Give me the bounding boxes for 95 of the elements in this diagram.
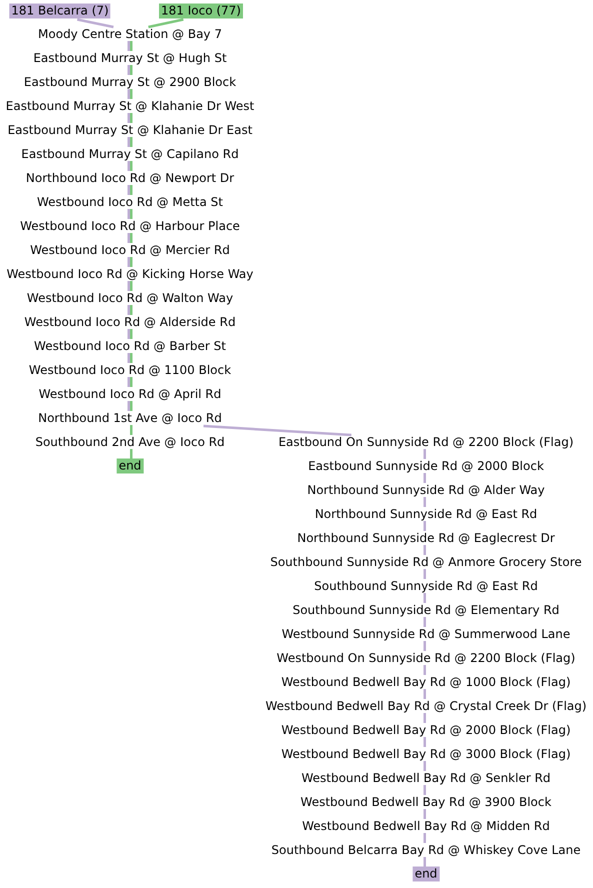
stop-name: Northbound Sunnyside Rd @ East Rd — [314, 507, 538, 521]
route-line — [424, 449, 426, 459]
stop-name: Westbound Bedwell Bay Rd @ 2000 Block (Flag) — [281, 723, 571, 737]
route-line — [130, 233, 132, 243]
route-line — [130, 41, 132, 51]
route-line — [424, 497, 426, 507]
route-line — [130, 185, 132, 195]
stop-name: Westbound Bedwell Bay Rd @ Midden Rd — [302, 819, 550, 833]
route-line — [128, 41, 130, 51]
route-line — [128, 401, 130, 411]
stop-name: Northbound Sunnyside Rd @ Alder Way — [307, 483, 545, 497]
route-line — [424, 857, 426, 866]
stop-name: Eastbound Sunnyside Rd @ 2000 Block — [308, 459, 544, 473]
route-tag: 181 Ioco (77) — [159, 4, 243, 18]
stop-name: Westbound Sunnyside Rd @ Summerwood Lane — [282, 627, 570, 641]
route-line — [128, 113, 130, 123]
route-line — [128, 185, 130, 195]
route-line — [424, 617, 426, 627]
route-line — [130, 161, 132, 171]
stop-name: Westbound Ioco Rd @ Barber St — [34, 339, 226, 353]
route-line — [128, 257, 130, 267]
route-line — [130, 377, 132, 387]
stop-name: Westbound On Sunnyside Rd @ 2200 Block (Flag) — [276, 651, 576, 665]
stop-name: Westbound Ioco Rd @ Mercier Rd — [30, 243, 230, 257]
route-line — [128, 209, 130, 219]
route-line — [128, 281, 130, 291]
route-line — [128, 377, 130, 387]
stop-name: Westbound Ioco Rd @ Alderside Rd — [24, 315, 236, 329]
route-line — [424, 833, 426, 843]
stop-name: Westbound Bedwell Bay Rd @ Crystal Creek Dr (Flag) — [265, 699, 587, 713]
stop-name: Westbound Bedwell Bay Rd @ Senkler Rd — [301, 771, 551, 785]
route-line — [128, 89, 130, 99]
route-line — [77, 18, 114, 28]
stop-name: Westbound Bedwell Bay Rd @ 3000 Block (Flag) — [281, 747, 571, 761]
route-line — [148, 18, 184, 28]
stop-name: Northbound Ioco Rd @ Newport Dr — [26, 171, 234, 185]
stop-name: Westbound Ioco Rd @ Harbour Place — [20, 219, 240, 233]
end-tag: end — [412, 866, 440, 882]
stop-name: Eastbound Murray St @ 2900 Block — [24, 75, 236, 89]
route-line — [130, 137, 132, 147]
stop-name: Southbound 2nd Ave @ Ioco Rd — [35, 435, 225, 449]
stop-name: Eastbound On Sunnyside Rd @ 2200 Block (Flag) — [278, 435, 574, 449]
route-line — [130, 257, 132, 267]
stop-name: Southbound Sunnyside Rd @ East Rd — [314, 579, 538, 593]
route-line — [128, 65, 130, 75]
stop-name: Westbound Ioco Rd @ Walton Way — [26, 291, 234, 305]
route-line — [424, 713, 426, 723]
stop-name: Eastbound Murray St @ Capilano Rd — [21, 147, 239, 161]
route-line — [130, 425, 132, 435]
route-line — [424, 593, 426, 603]
route-line — [203, 424, 352, 436]
stop-name: Westbound Bedwell Bay Rd @ 3900 Block — [300, 795, 552, 809]
route-line — [128, 233, 130, 243]
route-line — [424, 689, 426, 699]
route-line — [128, 329, 130, 339]
stop-name: Southbound Sunnyside Rd @ Elementary Rd — [292, 603, 560, 617]
route-line — [130, 281, 132, 291]
route-line — [130, 353, 132, 363]
stop-name: Southbound Sunnyside Rd @ Anmore Grocery Store — [270, 555, 582, 569]
route-line — [130, 65, 132, 75]
route-line — [128, 137, 130, 147]
stop-name: Westbound Ioco Rd @ 1100 Block — [28, 363, 232, 377]
stop-name: Westbound Bedwell Bay Rd @ 1000 Block (Flag) — [281, 675, 571, 689]
stop-name: Westbound Ioco Rd @ Metta St — [37, 195, 223, 209]
stop-name: Northbound Sunnyside Rd @ Eaglecrest Dr — [297, 531, 555, 545]
route-line — [424, 761, 426, 771]
stop-name: Eastbound Murray St @ Hugh St — [33, 51, 227, 65]
route-line — [424, 737, 426, 747]
route-line — [128, 305, 130, 315]
end-tag: end — [116, 458, 144, 474]
route-line — [130, 89, 132, 99]
route-tag: 181 Belcarra (7) — [9, 4, 111, 18]
stop-name: Moody Centre Station @ Bay 7 — [38, 27, 222, 41]
route-line — [130, 329, 132, 339]
stop-name: Southbound Belcarra Bay Rd @ Whiskey Cove Lane — [271, 843, 581, 857]
route-line — [424, 545, 426, 555]
stop-name: Eastbound Murray St @ Klahanie Dr West — [6, 99, 254, 113]
route-line — [424, 641, 426, 651]
stop-name: Northbound 1st Ave @ Ioco Rd — [38, 411, 222, 425]
route-line — [128, 353, 130, 363]
stop-name: Eastbound Murray St @ Klahanie Dr East — [8, 123, 252, 137]
route-line — [130, 449, 132, 458]
route-line — [424, 521, 426, 531]
route-line — [130, 401, 132, 411]
route-line — [424, 809, 426, 819]
route-line — [424, 569, 426, 579]
route-line — [128, 161, 130, 171]
route-line — [424, 665, 426, 675]
route-line — [130, 305, 132, 315]
route-line — [424, 473, 426, 483]
route-line — [130, 113, 132, 123]
route-line — [424, 785, 426, 795]
route-line — [130, 209, 132, 219]
stop-name: Westbound Ioco Rd @ Kicking Horse Way — [6, 267, 254, 281]
stop-name: Westbound Ioco Rd @ April Rd — [38, 387, 222, 401]
